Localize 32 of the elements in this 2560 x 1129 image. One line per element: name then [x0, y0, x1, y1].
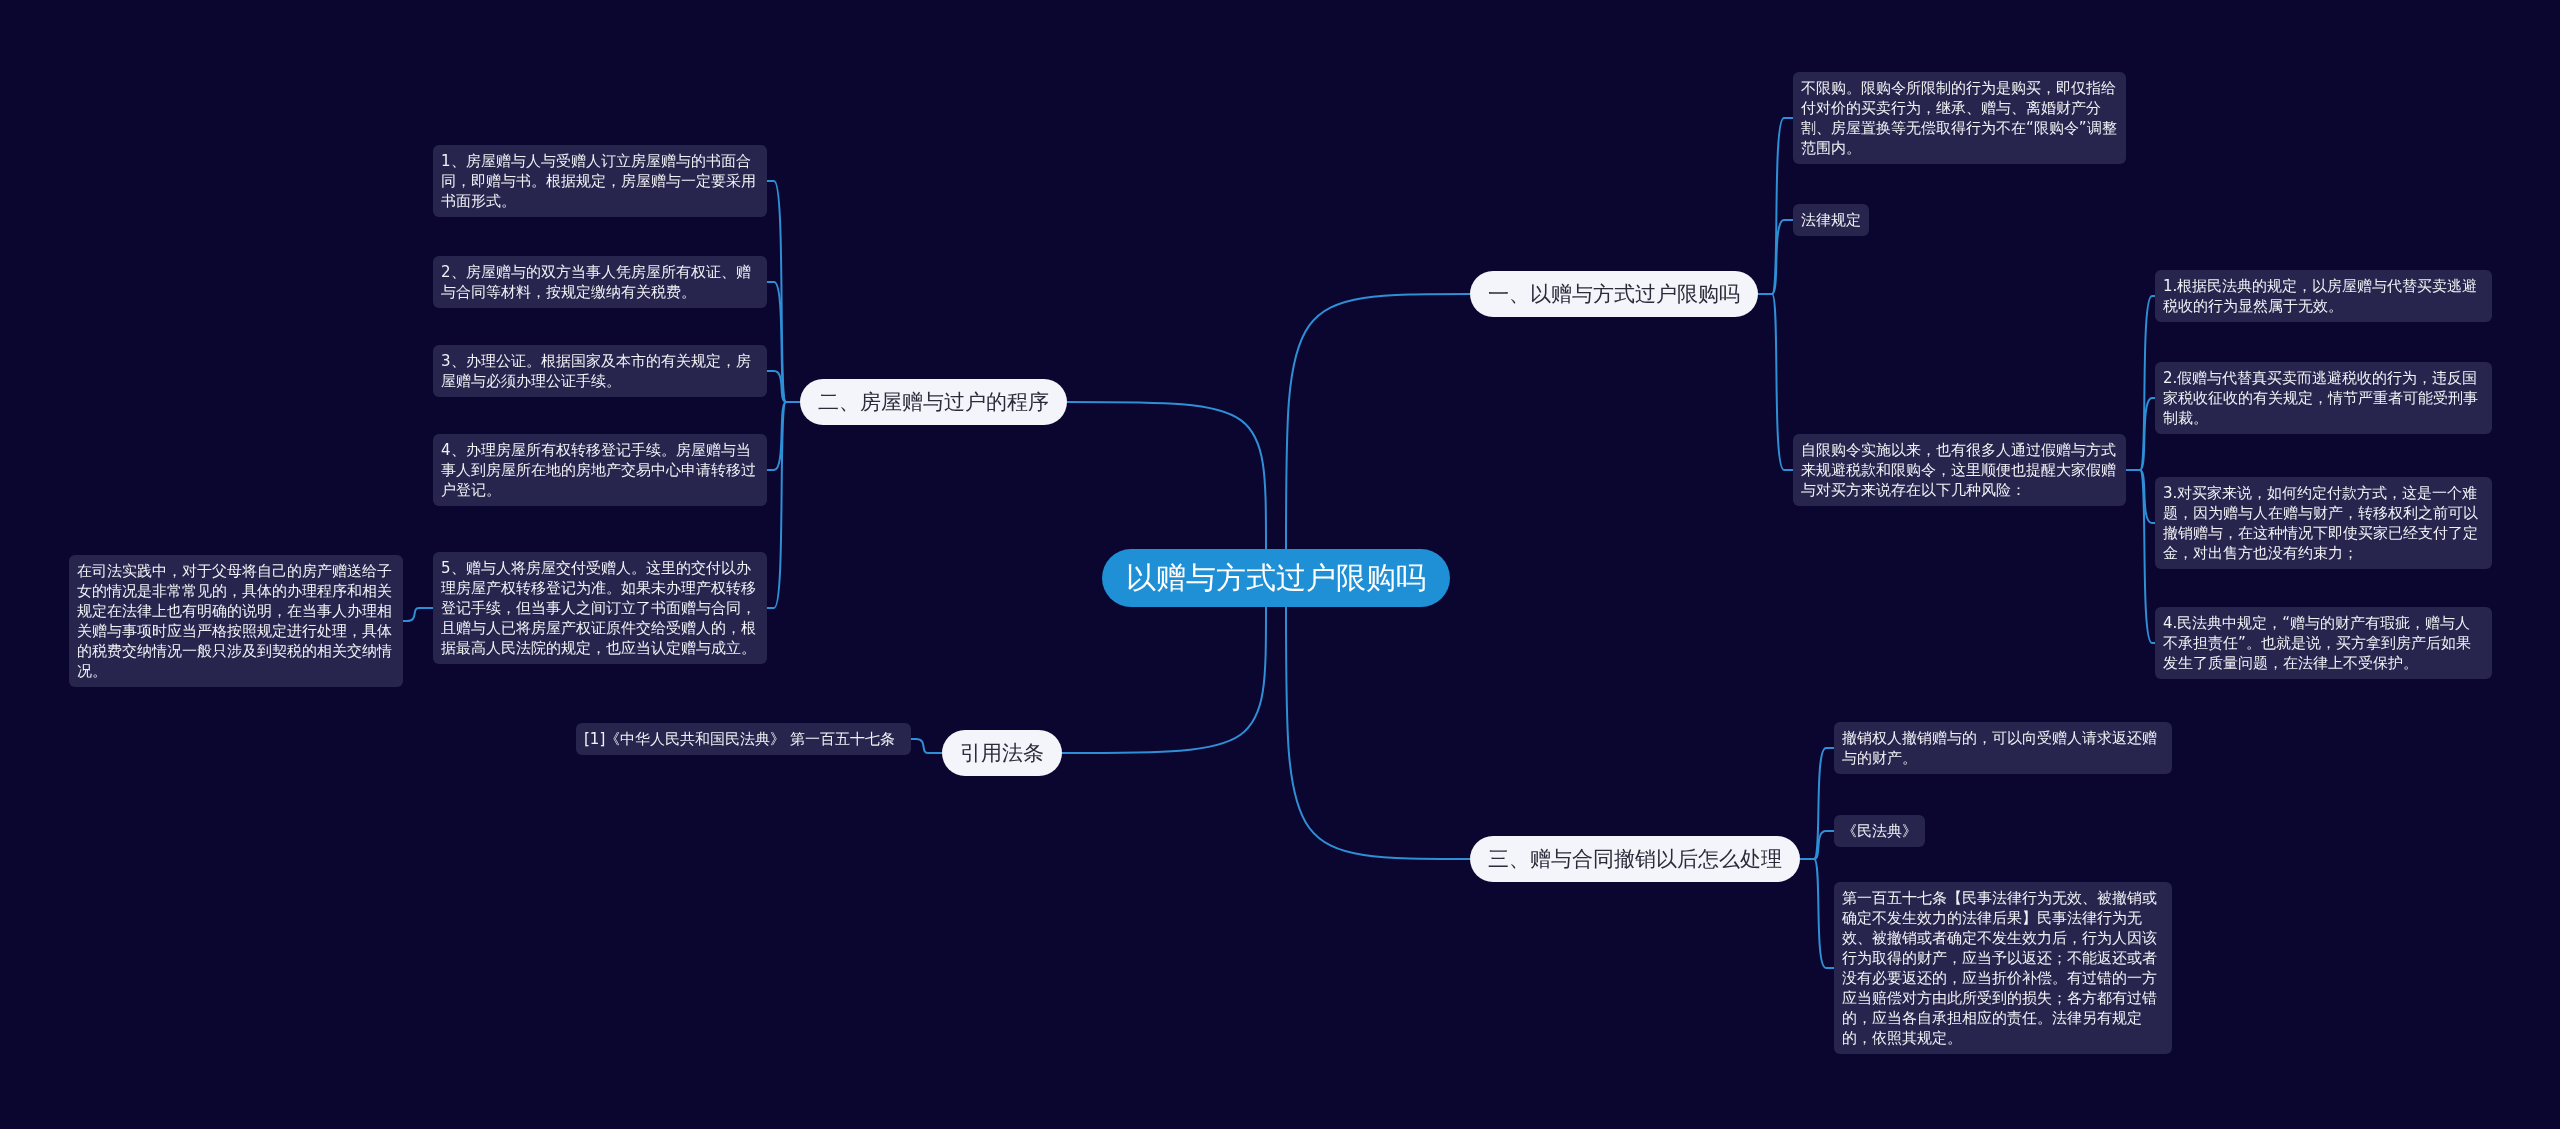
topic-node: 三、赠与合同撤销以后怎么处理 [1470, 836, 1800, 882]
topic-node: 引用法条 [942, 730, 1062, 776]
note-card: 3、办理公证。根据国家及本市的有关规定，房屋赠与必须办理公证手续。 [433, 345, 767, 397]
note-card: 2、房屋赠与的双方当事人凭房屋所有权证、赠与合同等材料，按规定缴纳有关税费。 [433, 256, 767, 308]
note-card: 第一百五十七条【民事法律行为无效、被撤销或确定不发生效力的法律后果】民事法律行为无效、被撤销或者确定不发生效力后，行为人因该行为取得的财产，应当予以返还；不能返还或者没有必要返还的，应当折价补偿。有过错的一方应当赔偿对方由此所受到的损失；各方都有过错的，应当各自承担相应的责任。法律另有规定的，依照其规定。 [1834, 882, 2172, 1054]
note-card: 《民法典》 [1834, 815, 1925, 847]
note-card: 自限购令实施以来，也有很多人通过假赠与方式来规避税款和限购令，这里顺便也提醒大家假赠与对买方来说存在以下几种风险： [1793, 434, 2126, 506]
topic-node: 二、房屋赠与过户的程序 [800, 379, 1067, 425]
connector-line [910, 738, 943, 754]
connector-line [1066, 401, 1267, 550]
connector-line [1285, 606, 1471, 860]
note-card: 法律规定 [1793, 204, 1869, 236]
connector-line [1757, 293, 1794, 471]
connector-line [402, 607, 434, 622]
note-card: 5、赠与人将房屋交付受赠人。这里的交付以办理房屋产权转移登记为准。如果未办理产权转移登记手续，但当事人之间订立了书面赠与合同，且赠与人已将房屋产权证原件交给受赠人的，根据最高人民法院的规定，也应当认定赠与成立。 [433, 552, 767, 664]
note-card: 1、房屋赠与人与受赠人订立房屋赠与的书面合同，即赠与书。根据规定，房屋赠与一定要采用书面形式。 [433, 145, 767, 217]
connector-line [766, 401, 801, 609]
note-card: 在司法实践中，对于父母将自己的房产赠送给子女的情况是非常常见的，具体的办理程序和相关规定在法律上也有明确的说明，在当事人办理相关赠与事项时应当严格按照规定进行处理，具体的税费交纳情况一般只涉及到契税的相关交纳情况。 [69, 555, 403, 687]
note-card: 2.假赠与代替真买卖而逃避税收的行为，违反国家税收征收的有关规定，情节严重者可能受刑事制裁。 [2155, 362, 2492, 434]
connector-line [1061, 606, 1267, 754]
connector-line [1285, 293, 1471, 550]
note-card: 4、办理房屋所有权转移登记手续。房屋赠与当事人到房屋所在地的房地产交易中心申请转移过户登记。 [433, 434, 767, 506]
central-topic: 以赠与方式过户限购吗 [1102, 549, 1450, 607]
connector-line [1799, 858, 1835, 969]
connector-line [2125, 469, 2156, 644]
topic-node: 一、以赠与方式过户限购吗 [1470, 271, 1758, 317]
note-card: 1.根据民法典的规定，以房屋赠与代替买卖逃避税收的行为显然属于无效。 [2155, 270, 2492, 322]
note-card: [1]《中华人民共和国民法典》 第一百五十七条 [576, 723, 911, 755]
note-card: 撤销权人撤销赠与的，可以向受赠人请求返还赠与的财产。 [1834, 722, 2172, 774]
note-card: 3.对买家来说，如何约定付款方式，这是一个难题，因为赠与人在赠与财产，转移权利之前可以撤销赠与，在这种情况下即使买家已经支付了定金，对出售方也没有约束力； [2155, 477, 2492, 569]
note-card: 不限购。限购令所限制的行为是购买，即仅指给付对价的买卖行为，继承、赠与、离婚财产分割、房屋置换等无偿取得行为不在“限购令”调整范围内。 [1793, 72, 2126, 164]
note-card: 4.民法典中规定，“赠与的财产有瑕疵，赠与人不承担责任”。也就是说，买方拿到房产后如果发生了质量问题，在法律上不受保护。 [2155, 607, 2492, 679]
